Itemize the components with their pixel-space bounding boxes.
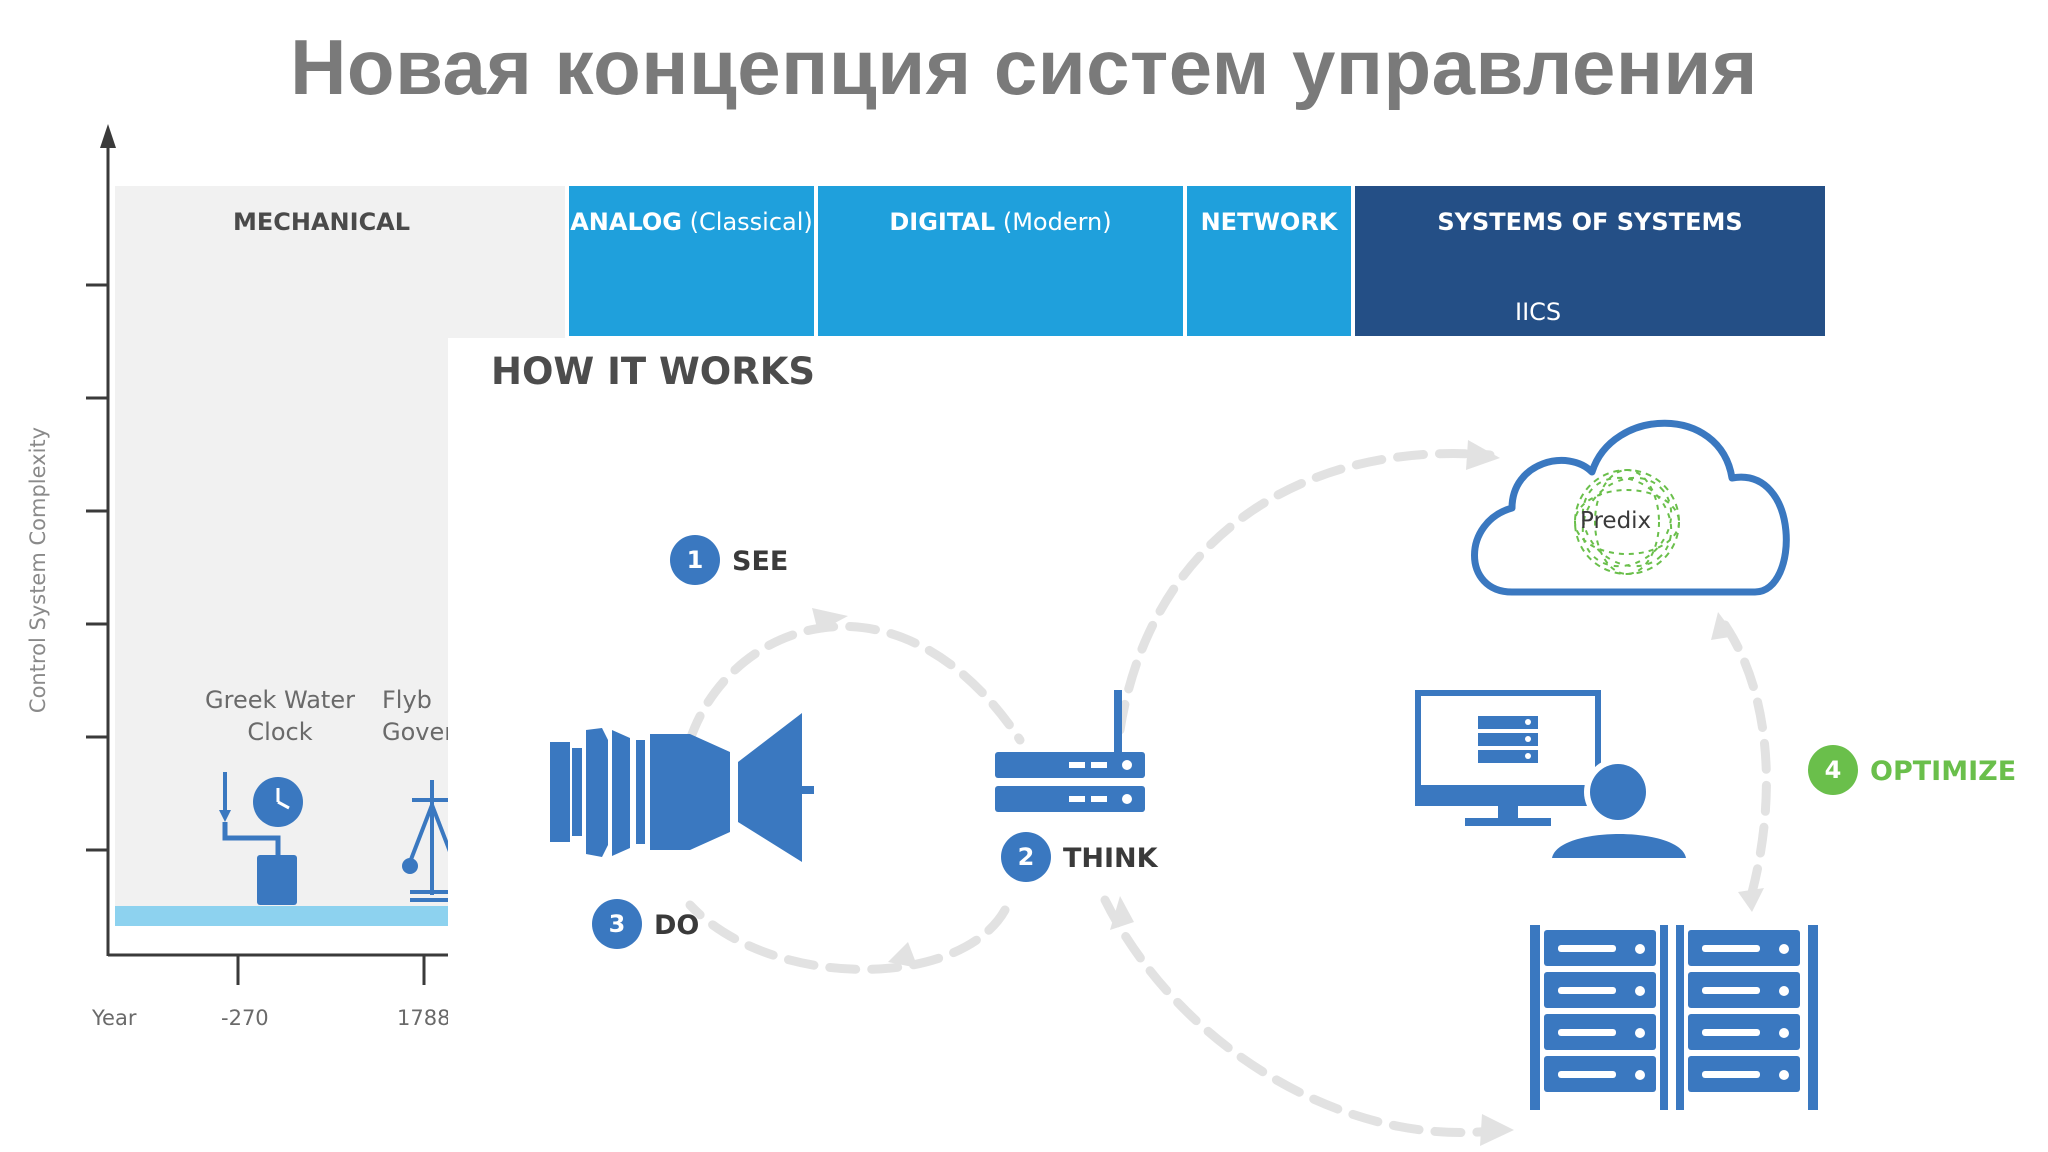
step-label-think: THINK [1063, 843, 1158, 874]
year-label-1788: 1788 [397, 1006, 451, 1030]
how-it-works-heading: HOW IT WORKS [491, 350, 816, 393]
invention-label-flyball-governor: Flyb Gover [382, 686, 455, 746]
era-band-systems-of-systems: SYSTEMS OF SYSTEMS IICS [1355, 186, 1825, 336]
step-label-optimize: OPTIMIZE [1870, 756, 2017, 787]
era-label-analog: ANALOG (Classical) [570, 208, 813, 236]
era-label-mechanical: MECHANICAL [233, 208, 411, 236]
era-band-network: NETWORK [1187, 186, 1351, 336]
invention-label-water-clock: Greek Water Clock [205, 686, 355, 746]
era-label-systems-of-systems: SYSTEMS OF SYSTEMS [1437, 208, 1743, 236]
step-badge-optimize: 4 [1808, 745, 1858, 795]
era-note-iics: IICS [1515, 298, 1562, 326]
year-axis-label: Year [92, 1006, 137, 1030]
step-label-do: DO [654, 910, 700, 941]
year-label-minus-270: -270 [221, 1006, 269, 1030]
page-title: Новая концепция систем управления [290, 23, 1758, 111]
predix-label: Predix [1580, 508, 1652, 534]
step-label-see: SEE [732, 546, 789, 577]
step-badge-think: 2 [1001, 832, 1051, 882]
era-label-network: NETWORK [1200, 208, 1338, 236]
era-label-digital: DIGITAL (Modern) [889, 208, 1112, 236]
step-badge-see: 1 [670, 535, 720, 585]
step-badge-do: 3 [592, 899, 642, 949]
era-band-analog: ANALOG (Classical) [569, 186, 814, 336]
era-band-digital: DIGITAL (Modern) [818, 186, 1183, 336]
